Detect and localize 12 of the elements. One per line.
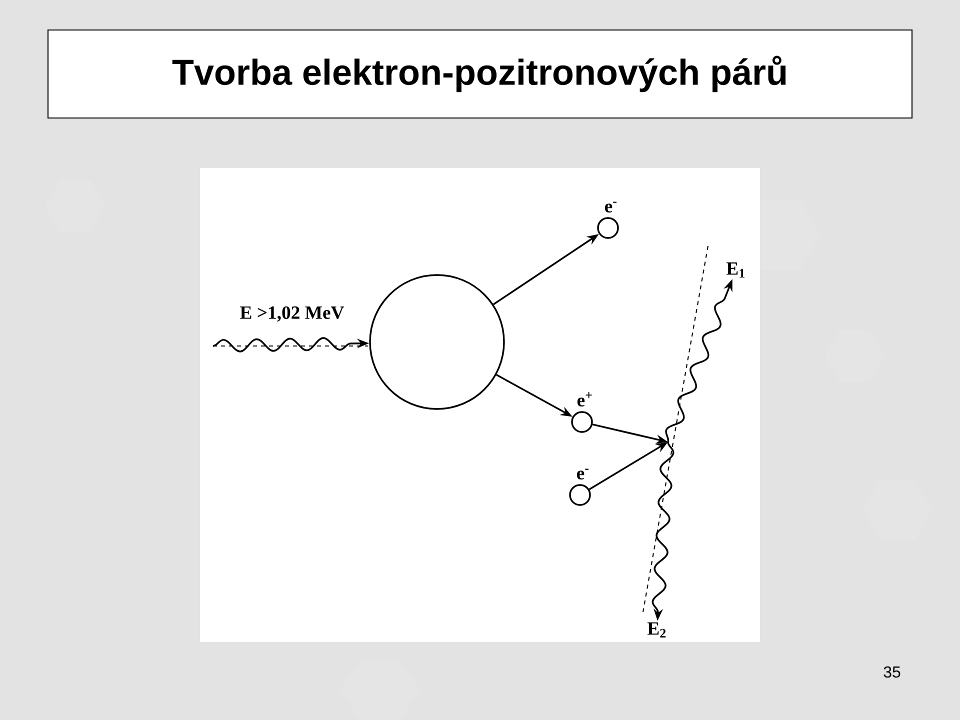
node-label: e$^{+}$ — [577, 392, 592, 407]
page-number: 35 — [884, 666, 900, 678]
particle: e$^{-}$ — [597, 202, 619, 239]
nucleus-circle — [369, 274, 505, 410]
title-box: Tvorba elektron-pozitronových párů — [47, 29, 913, 119]
edge-label: E >1,02 MeV — [240, 306, 344, 322]
particle: e$^{-}$ — [569, 468, 591, 506]
energy-label: E$_{2}$ — [648, 622, 666, 638]
energy-label: E$_{1}$ — [726, 262, 744, 278]
node-label: e$^{-}$ — [605, 202, 617, 213]
node-label: e$^{-}$ — [577, 468, 589, 480]
particle: e$^{+}$ — [571, 392, 593, 433]
